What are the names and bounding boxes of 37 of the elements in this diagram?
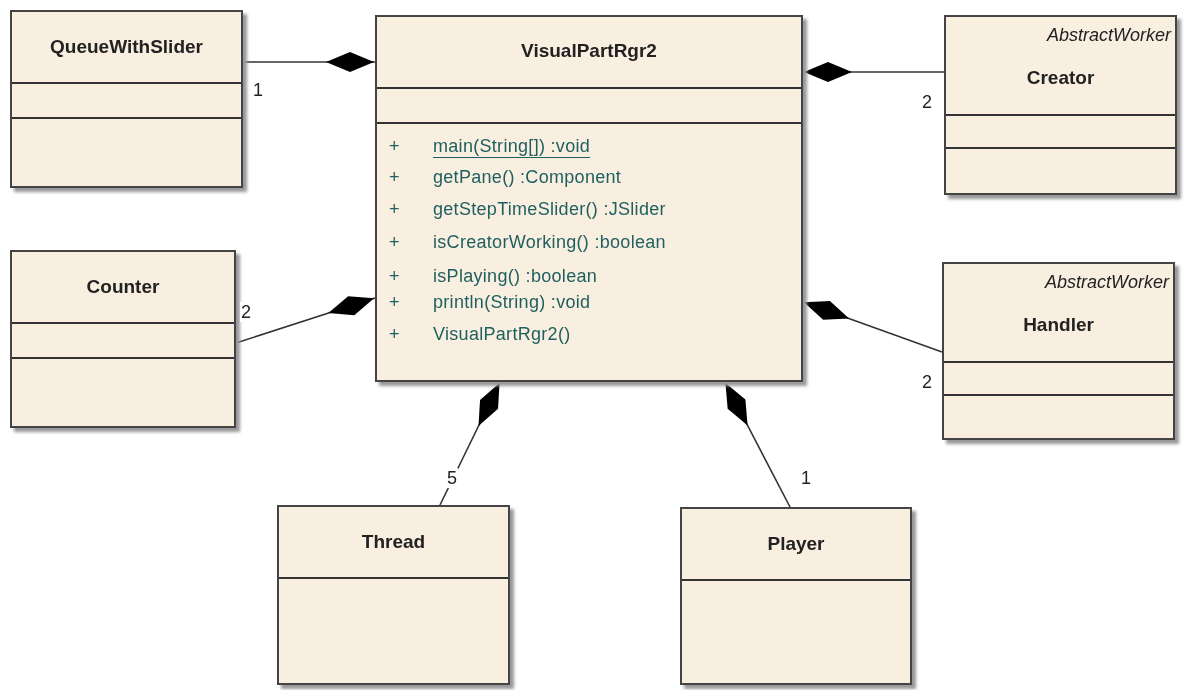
class-box	[10, 10, 243, 188]
stereotype-label: AbstractWorker	[1046, 25, 1171, 46]
class-box	[277, 505, 510, 685]
class-box	[375, 15, 803, 382]
visibility-symbol: +	[389, 167, 400, 188]
composition-line	[724, 381, 791, 508]
class-box	[680, 507, 912, 685]
method-signature: getStepTimeSlider() :JSlider	[433, 199, 666, 220]
method-signature: VisualPartRgr2()	[433, 324, 571, 345]
class-box	[942, 262, 1175, 440]
visibility-symbol: +	[389, 136, 400, 157]
composition-line	[802, 62, 945, 82]
visibility-symbol: +	[389, 324, 400, 345]
class-box	[10, 250, 236, 428]
class-name: VisualPartRgr2	[521, 40, 657, 62]
visibility-symbol: +	[389, 266, 400, 287]
visibility-symbol: +	[389, 199, 400, 220]
class-name: Creator	[1026, 67, 1095, 89]
composition-line	[802, 301, 943, 353]
class-name: Thread	[361, 531, 426, 553]
multiplicity-label: 5	[446, 468, 458, 488]
visibility-symbol: +	[389, 292, 400, 313]
composition-line	[242, 52, 376, 72]
class-name: QueueWithSlider	[50, 36, 203, 58]
class-box	[944, 15, 1177, 195]
method-signature: isCreatorWorking() :boolean	[433, 232, 666, 253]
method-signature: println(String) :void	[433, 292, 591, 313]
method-signature: main(String[]) :void	[433, 136, 591, 157]
composition-line	[439, 381, 501, 506]
class-name: Player	[767, 533, 825, 555]
class-name: Handler	[1023, 314, 1094, 336]
visibility-symbol: +	[389, 232, 400, 253]
method-signature: getPane() :Component	[433, 167, 622, 188]
stereotype-label: AbstractWorker	[1044, 272, 1169, 293]
method-signature: isPlaying() :boolean	[433, 266, 598, 287]
composition-line	[235, 296, 376, 344]
class-name: Counter	[86, 276, 160, 298]
